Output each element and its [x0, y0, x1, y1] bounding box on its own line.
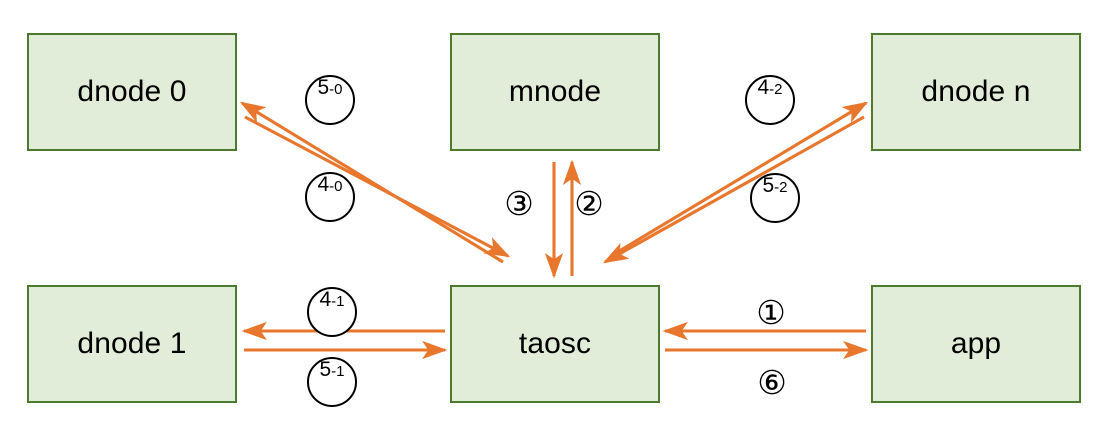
arrow-dnoden-to-taosc [602, 115, 865, 264]
edge-label-5-1: 5-1 [307, 357, 357, 407]
edge-label-4-1: 4-1 [307, 287, 357, 337]
edge-label-4-1-sub: -1 [331, 293, 345, 310]
node-dnode0[interactable]: dnode 0 [27, 33, 237, 151]
edge-label-4-1-main: 4 [319, 288, 332, 311]
node-label-dnode0: dnode 0 [77, 75, 187, 108]
arrow-dnode0-to-taosc [244, 115, 511, 258]
edge-label-2-glyph: ② [574, 183, 604, 223]
arrow-taosc-to-dnoden [610, 101, 869, 258]
node-label-app: app [950, 327, 1002, 360]
edge-label-5-1-sub: -1 [331, 363, 345, 380]
edge-label-3: ③ [497, 181, 541, 225]
edge-label-5-2: 5-2 [750, 173, 800, 223]
edge-label-4-0: 4-0 [305, 172, 355, 222]
node-taosc[interactable]: taosc [450, 285, 660, 403]
edge-label-5-1-main: 5 [319, 358, 332, 381]
node-dnode1[interactable]: dnode 1 [27, 285, 237, 403]
node-label-dnode1: dnode 1 [77, 327, 187, 360]
node-label-dnoden: dnode n [921, 75, 1031, 108]
edge-label-4-0-main: 4 [317, 173, 330, 196]
edge-label-5-0-sub: -0 [329, 81, 343, 98]
edge-label-5-2-main: 5 [762, 174, 775, 197]
node-mnode[interactable]: mnode [450, 33, 660, 151]
edge-label-4-2-sub: -2 [769, 81, 783, 98]
node-label-taosc: taosc [518, 327, 592, 360]
node-app[interactable]: app [871, 285, 1081, 403]
edge-label-2: ② [567, 181, 611, 225]
node-label-mnode: mnode [508, 75, 602, 108]
edge-label-4-2-main: 4 [757, 76, 770, 99]
edge-label-4-0-sub: -0 [329, 178, 343, 195]
edge-label-3-glyph: ③ [504, 183, 534, 223]
edge-label-6: ⑥ [750, 360, 794, 404]
edge-label-5-0: 5-0 [305, 75, 355, 125]
edge-label-5-2-sub: -2 [774, 179, 788, 196]
arrow-taosc-to-dnode0 [239, 101, 504, 264]
edge-label-1-glyph: ① [756, 292, 786, 332]
edge-label-5-0-main: 5 [317, 76, 330, 99]
edge-label-4-2: 4-2 [745, 75, 795, 125]
node-dnoden[interactable]: dnode n [871, 33, 1081, 151]
edge-label-1: ① [749, 290, 793, 334]
edge-label-6-glyph: ⑥ [757, 362, 787, 402]
